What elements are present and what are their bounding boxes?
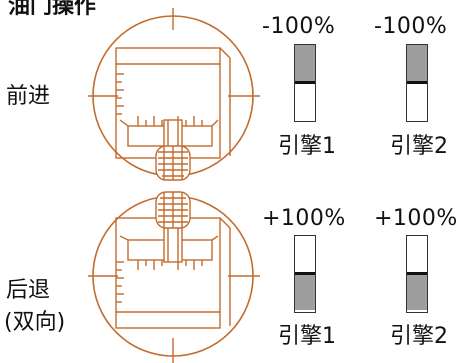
engine2-forward-gauge <box>406 44 428 122</box>
gauge-empty <box>407 236 427 272</box>
reverse-label-line1: 后退 <box>6 278 51 303</box>
gauge-midline <box>295 272 315 275</box>
engine2-forward-percent: -100% <box>374 14 448 39</box>
gauge-midline <box>407 81 427 84</box>
engine1-forward-gauge <box>294 44 316 122</box>
engine1-forward-label: 引擎1 <box>278 134 336 159</box>
engine1-reverse-label: 引擎1 <box>278 324 336 349</box>
gauge-empty <box>407 84 427 119</box>
throttle-lever-reverse-diagram <box>88 191 260 363</box>
gauge-fill <box>295 275 315 310</box>
forward-label: 前进 <box>6 84 51 109</box>
gauge-fill <box>407 275 427 310</box>
throttle-lever-forward-diagram <box>88 8 260 181</box>
engine1-reverse-gauge <box>294 235 316 313</box>
engine2-reverse-percent: +100% <box>374 206 458 231</box>
gauge-midline <box>407 272 427 275</box>
engine2-reverse-gauge <box>406 235 428 313</box>
gauge-midline <box>295 81 315 84</box>
engine1-reverse-percent: +100% <box>262 206 346 231</box>
engine2-reverse-label: 引擎2 <box>390 324 448 349</box>
engine2-forward-label: 引擎2 <box>390 134 448 159</box>
engine1-forward-percent: -100% <box>262 14 336 39</box>
reverse-label-line2: (双向) <box>4 310 66 335</box>
gauge-empty <box>295 84 315 119</box>
gauge-fill <box>295 45 315 81</box>
gauge-empty <box>295 236 315 272</box>
gauge-fill <box>407 45 427 81</box>
page-title: 油门操作 <box>8 0 97 19</box>
